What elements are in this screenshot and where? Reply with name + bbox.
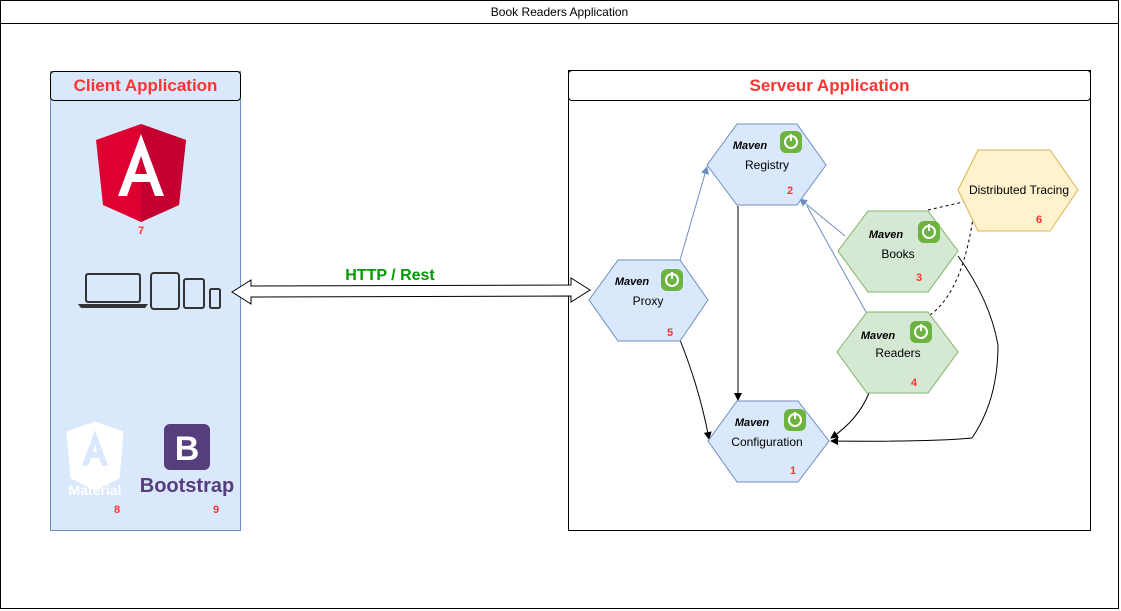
registry-node: Maven Registry 2 bbox=[706, 123, 827, 206]
readers-to-registry-arrow bbox=[806, 205, 867, 313]
angular-number: 7 bbox=[138, 225, 144, 237]
proxy-to-registry-arrow bbox=[679, 166, 709, 261]
books-node: Maven Books 3 bbox=[837, 210, 959, 293]
proxy-number: 5 bbox=[667, 327, 673, 339]
http-rest-arrow bbox=[231, 277, 591, 305]
proxy-label: Proxy bbox=[633, 294, 664, 308]
books-to-registry-arrow bbox=[799, 198, 846, 237]
configuration-node: Maven Configuration 1 bbox=[707, 400, 830, 483]
server-header: Serveur Application bbox=[568, 70, 1091, 101]
proxy-to-configuration-arrow bbox=[679, 339, 712, 440]
registry-maven-icon: Maven bbox=[733, 140, 768, 152]
readers-maven-icon: Maven bbox=[861, 330, 896, 342]
proxy-maven-icon: Maven bbox=[615, 276, 650, 288]
http-rest-label: HTTP / Rest bbox=[345, 267, 435, 284]
books-to-configuration-arrow bbox=[830, 255, 999, 446]
material-number: 8 bbox=[114, 504, 120, 516]
readers-to-tracing-arrow bbox=[929, 202, 979, 316]
registry-label: Registry bbox=[745, 158, 789, 172]
bootstrap-label: Bootstrap bbox=[140, 475, 234, 497]
angular-logo-icon bbox=[96, 124, 186, 222]
registry-spring-icon bbox=[780, 131, 802, 153]
readers-spring-icon bbox=[910, 321, 932, 343]
books-maven-icon: Maven bbox=[869, 229, 904, 241]
books-number: 3 bbox=[916, 272, 922, 284]
client-header: Client Application bbox=[50, 71, 241, 101]
books-spring-icon bbox=[918, 221, 940, 243]
readers-number: 4 bbox=[911, 377, 918, 389]
material-label: Material bbox=[69, 482, 122, 498]
tracing-number: 6 bbox=[1036, 214, 1042, 226]
readers-node: Maven Readers 4 bbox=[836, 311, 959, 394]
books-label: Books bbox=[881, 247, 914, 261]
proxy-spring-icon bbox=[661, 269, 683, 291]
configuration-maven-icon: Maven bbox=[735, 417, 770, 429]
tracing-label: Distributed Tracing bbox=[969, 183, 1069, 197]
devices-icon bbox=[78, 272, 221, 310]
diagram-title: Book Readers Application bbox=[0, 0, 1119, 24]
tracing-node: Distributed Tracing 6 bbox=[957, 149, 1079, 232]
proxy-node: Maven Proxy 5 bbox=[588, 259, 709, 342]
readers-label: Readers bbox=[875, 346, 920, 360]
readers-to-configuration-arrow bbox=[830, 392, 870, 439]
svg-text:B: B bbox=[175, 430, 200, 468]
material-logo-icon bbox=[66, 421, 124, 491]
registry-number: 2 bbox=[787, 185, 793, 197]
configuration-label: Configuration bbox=[731, 435, 802, 449]
configuration-spring-icon bbox=[784, 409, 806, 431]
bootstrap-logo-icon: B bbox=[164, 424, 210, 470]
bootstrap-number: 9 bbox=[213, 504, 219, 516]
configuration-number: 1 bbox=[790, 465, 796, 477]
